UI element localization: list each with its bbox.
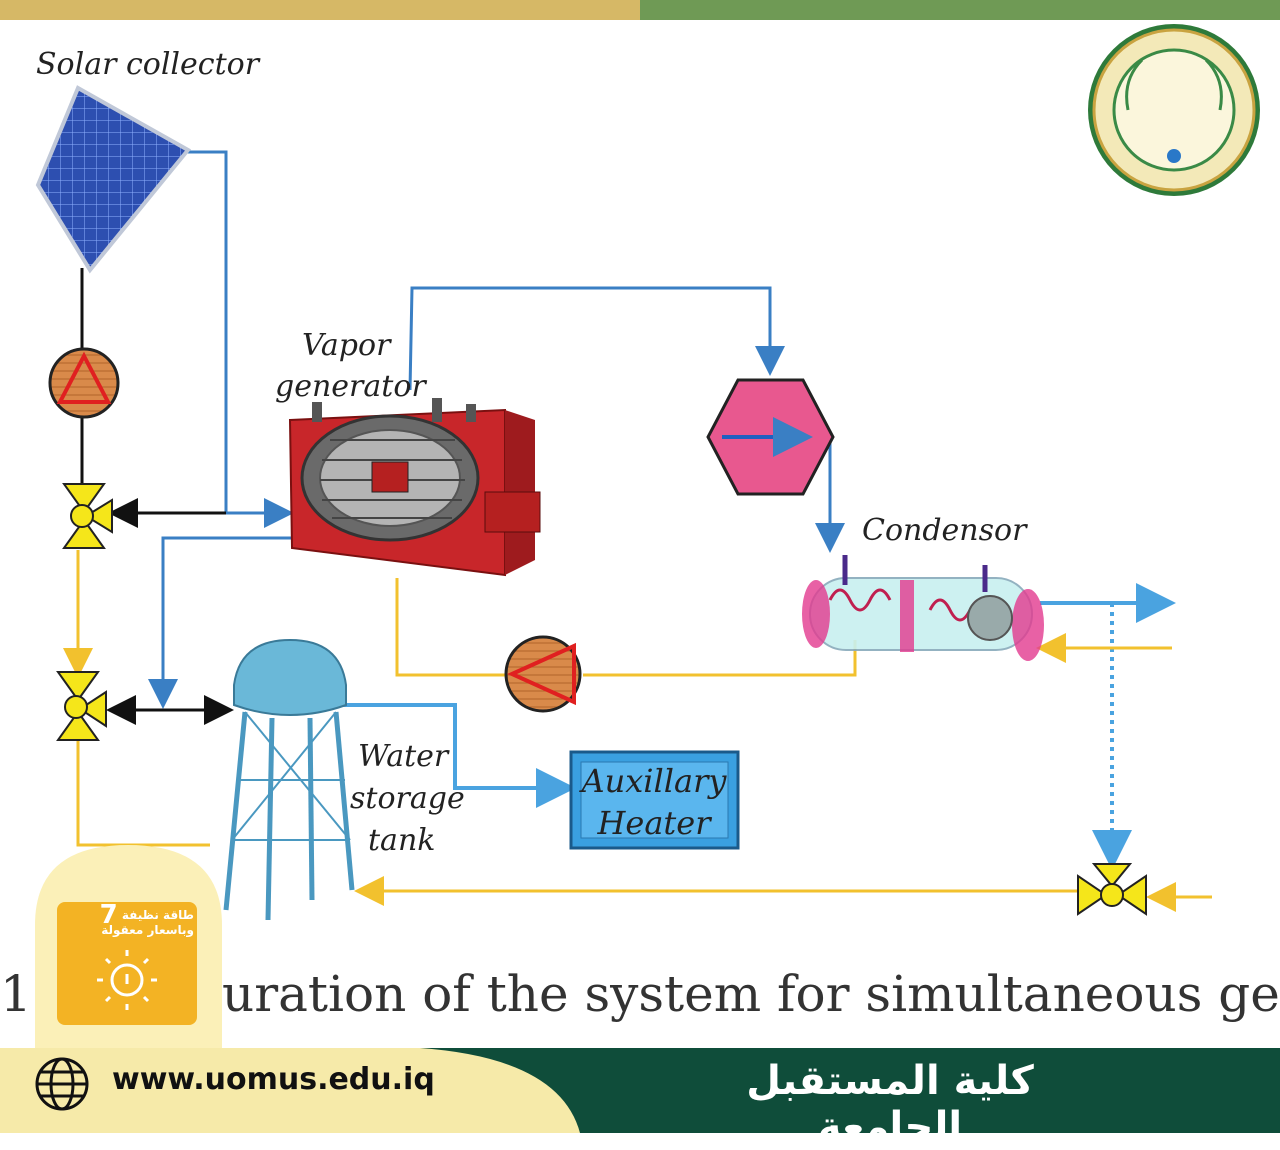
label-solar-collector: Solar collector: [36, 47, 261, 82]
condensor-heat-exchanger: [802, 555, 1044, 661]
vapor-generator-boiler: [288, 398, 541, 577]
label-tank: tank: [368, 823, 435, 858]
sdg-badge: [35, 845, 222, 1050]
footer-band: [0, 1048, 1280, 1133]
sun-power-icon: [97, 950, 157, 1010]
label-heater: Heater: [596, 804, 712, 842]
valve-lower-right: [1077, 863, 1147, 916]
system-diagram: Solar collector Vapor generator Condenso…: [35, 24, 1260, 921]
globe-icon: [35, 1057, 89, 1111]
solar-panel: [35, 85, 192, 274]
black-pipes: [80, 268, 234, 725]
water-storage-tank: [223, 638, 355, 921]
footer-url[interactable]: www.uomus.edu.iq: [112, 1062, 435, 1097]
figure-caption: 1: uration of the system for simultaneou…: [0, 965, 1280, 1035]
top-bar-green: [640, 0, 1280, 20]
pump-solar-loop: [48, 347, 120, 419]
label-storage: storage: [350, 781, 465, 816]
caption-main-fragment: uration of the system for simultaneous g…: [222, 965, 1280, 1023]
auxillary-heater: [569, 750, 740, 850]
valve-lower-left: [56, 671, 107, 741]
label-water: Water: [358, 739, 450, 774]
label-generator: generator: [275, 369, 427, 404]
sdg-badge-number: 7: [99, 900, 118, 930]
label-condensor: Condensor: [862, 513, 1028, 548]
blue-pipes: [148, 150, 845, 709]
top-bar-gold: [0, 0, 640, 20]
footer-college-name: كلية المستقبل الجامعة: [746, 1058, 1034, 1150]
sdg-badge-line2: وباسعار معقولة: [101, 923, 194, 937]
pump-condensate: [504, 635, 582, 713]
sdg-badge-text: طاقة نظيفة 7 وباسعار معقولة: [60, 902, 194, 938]
label-auxillary: Auxillary: [579, 762, 728, 800]
college-logo: [1088, 24, 1260, 196]
valve-upper-left: [62, 483, 113, 549]
yellow-pipes: [63, 550, 1212, 912]
light-blue-pipes: [335, 583, 1176, 870]
label-vapor: Vapor: [302, 328, 392, 363]
turbine-hexagon: [706, 378, 835, 496]
sdg-badge-line1: طاقة نظيفة: [121, 908, 194, 922]
